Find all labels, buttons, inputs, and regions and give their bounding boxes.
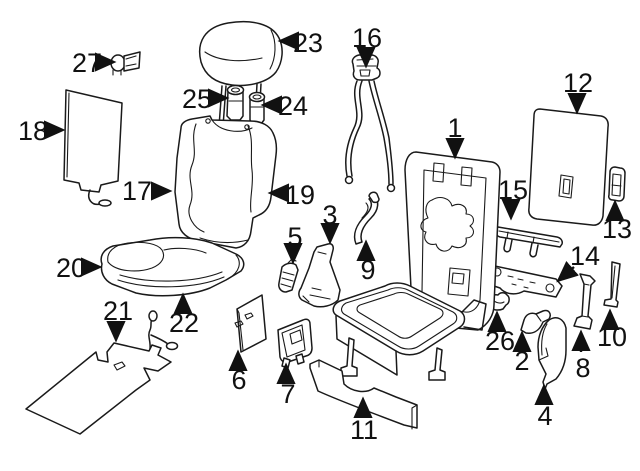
callout-24[interactable]: 24 xyxy=(260,91,308,121)
callout-number[interactable]: 5 xyxy=(287,222,302,252)
part-headrest-23 xyxy=(199,20,283,141)
callout-number[interactable]: 1 xyxy=(447,113,462,143)
callout-19[interactable]: 19 xyxy=(267,180,315,210)
callout-13[interactable]: 13 xyxy=(602,199,632,244)
callout-number[interactable]: 8 xyxy=(575,353,590,383)
part-latch-clip-13 xyxy=(608,166,626,202)
callout-number[interactable]: 12 xyxy=(563,68,593,98)
callout-16[interactable]: 16 xyxy=(352,23,382,69)
callout-number[interactable]: 24 xyxy=(278,91,308,121)
callout-number[interactable]: 4 xyxy=(537,401,552,431)
callout-4[interactable]: 4 xyxy=(534,383,554,431)
part-trim-strip-10 xyxy=(603,261,621,308)
callout-number[interactable]: 18 xyxy=(18,116,48,146)
callout-8[interactable]: 8 xyxy=(571,329,591,383)
callout-number[interactable]: 15 xyxy=(498,175,528,205)
callout-number[interactable]: 6 xyxy=(231,365,246,395)
callout-20[interactable]: 20 xyxy=(56,253,103,283)
part-retainer-clip-27 xyxy=(110,51,141,76)
part-riser-bracket-3 xyxy=(298,243,341,308)
callout-15[interactable]: 15 xyxy=(498,175,528,221)
callout-number[interactable]: 19 xyxy=(285,180,315,210)
callout-number[interactable]: 10 xyxy=(597,322,627,352)
part-headrest-guide-25 xyxy=(226,84,245,121)
callout-number[interactable]: 7 xyxy=(280,379,295,409)
part-hinge-bracket-2 xyxy=(520,309,551,334)
callout-2[interactable]: 2 xyxy=(512,330,532,376)
callout-number[interactable]: 21 xyxy=(103,296,133,326)
callout-10[interactable]: 10 xyxy=(597,308,627,352)
part-seat-belt-16 xyxy=(344,54,396,193)
callout-18[interactable]: 18 xyxy=(18,116,66,146)
callout-25[interactable]: 25 xyxy=(182,84,230,114)
part-rear-panel-12 xyxy=(528,108,609,226)
callout-number[interactable]: 22 xyxy=(169,308,199,338)
part-latch-cover-7 xyxy=(277,318,313,369)
callout-number[interactable]: 20 xyxy=(56,253,86,283)
part-trim-molding-15 xyxy=(494,226,563,258)
callout-5[interactable]: 5 xyxy=(283,222,303,265)
callout-number[interactable]: 25 xyxy=(182,84,212,114)
callout-number[interactable]: 26 xyxy=(485,326,515,356)
part-back-board-18 xyxy=(63,89,123,207)
part-curved-link-9 xyxy=(353,191,380,245)
part-trim-strip-8 xyxy=(573,273,596,330)
part-spacer-panel-6 xyxy=(234,294,267,353)
part-ribbed-bracket-5 xyxy=(278,258,299,293)
callout-7[interactable]: 7 xyxy=(276,362,296,409)
callout-27[interactable]: 27 xyxy=(72,48,117,78)
part-seat-cushion-20-22 xyxy=(100,236,245,297)
callout-17[interactable]: 17 xyxy=(122,176,173,206)
callout-6[interactable]: 6 xyxy=(228,349,248,395)
callout-number[interactable]: 2 xyxy=(514,346,529,376)
callout-26[interactable]: 26 xyxy=(485,310,515,356)
part-support-bracket-14 xyxy=(485,264,563,298)
callout-21[interactable]: 21 xyxy=(103,296,133,343)
callout-1[interactable]: 1 xyxy=(445,113,465,160)
callout-number[interactable]: 3 xyxy=(322,200,337,230)
callout-12[interactable]: 12 xyxy=(563,68,593,115)
callout-number[interactable]: 11 xyxy=(350,415,378,445)
part-seat-frame-1 xyxy=(332,151,501,381)
callout-number[interactable]: 9 xyxy=(360,255,375,285)
callout-22[interactable]: 22 xyxy=(169,292,199,338)
callout-11[interactable]: 11 xyxy=(350,396,378,445)
part-front-valance-11 xyxy=(309,359,418,430)
part-side-shield-4 xyxy=(537,317,567,390)
part-seat-back-cover-17-19 xyxy=(174,115,278,249)
callout-number[interactable]: 14 xyxy=(570,241,600,271)
callout-number[interactable]: 27 xyxy=(72,48,102,78)
callout-23[interactable]: 23 xyxy=(277,28,323,58)
callout-9[interactable]: 9 xyxy=(356,239,376,285)
callout-number[interactable]: 13 xyxy=(602,214,632,244)
part-heater-mat-21 xyxy=(25,310,179,435)
callout-number[interactable]: 17 xyxy=(122,176,152,206)
callout-14[interactable]: 14 xyxy=(556,241,600,283)
callout-number[interactable]: 23 xyxy=(293,28,323,58)
callout-number[interactable]: 16 xyxy=(352,23,382,53)
callout-3[interactable]: 3 xyxy=(320,200,340,245)
part-headrest-guide-24 xyxy=(248,91,266,125)
